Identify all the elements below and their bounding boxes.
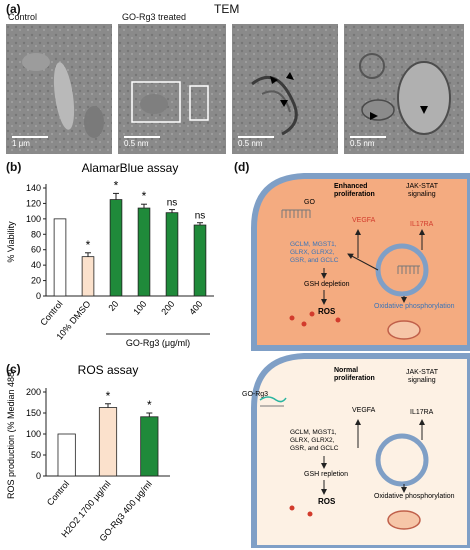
tem-title: TEM (214, 2, 240, 16)
tem-image-zoom-2: 0.5 nm (344, 24, 464, 154)
bar (109, 199, 123, 297)
scale-text-1: 1 μm (12, 139, 30, 148)
x-tick-label: 200 (159, 299, 176, 317)
bar (193, 224, 207, 297)
y-tick-label: 50 (31, 450, 41, 460)
tem-image-treated: 0.5 nm (118, 24, 226, 154)
il17ra-label-bottom: IL17RA (410, 409, 434, 416)
tem-texture-treated (118, 24, 226, 154)
bar (140, 416, 159, 477)
x-axis-label: GO-Rg3 (μg/ml) (126, 338, 190, 348)
go-label: GO (304, 199, 315, 206)
gsh-repletion-label: GSH repletion (304, 471, 348, 478)
arrow-marker (286, 72, 294, 80)
y-tick-label: 200 (26, 387, 41, 397)
panel-b-label: (b) (6, 160, 22, 174)
scale-bar-1: 1 μm (12, 136, 48, 148)
gsh-depletion-label: GSH depletion (304, 281, 350, 288)
x-tick-label: 20 (106, 299, 120, 313)
scale-text-2: 0.5 nm (124, 139, 149, 148)
endosome-bottom (375, 433, 429, 487)
scale-bar-3: 0.5 nm (238, 136, 274, 148)
significance-mark: ns (195, 211, 206, 222)
bar (57, 433, 76, 477)
genes-label-top: GCLM, MGST1,GLRX, GLRX2,GSR, and GCLC (290, 241, 339, 264)
arrow-marker (370, 112, 378, 120)
chart-title: ROS assay (78, 363, 139, 377)
y-tick-label: 140 (26, 183, 41, 193)
ros-dots-bottom (289, 505, 313, 517)
arrow-marker (270, 76, 278, 84)
significance-mark: * (142, 189, 147, 203)
alamarblue-chart: AlamarBlue assay 0 20 40 60 80 100 120 140 % Viab… (6, 161, 214, 348)
significance-mark: * (86, 238, 91, 252)
y-tick-label: 100 (26, 214, 41, 224)
y-tick-label: 150 (26, 408, 41, 418)
y-axis-label: ROS production (% Median 488) (6, 369, 16, 499)
arrow-marker (280, 100, 288, 107)
y-tick-label: 40 (31, 260, 41, 270)
significance-mark: * (147, 398, 152, 412)
ros-label-bottom: ROS (318, 497, 336, 506)
arrow-marker (420, 106, 428, 114)
y-tick-label: 20 (31, 276, 41, 286)
scale-text-3: 0.5 nm (238, 139, 263, 148)
ros-chart: ROS assay 0 50 100 150 200 ROS production (% M… (6, 363, 170, 543)
tem-texture-control (6, 24, 112, 154)
vegfa-label-top: VEGFA (352, 217, 376, 224)
y-tick-label: 120 (26, 198, 41, 208)
go-sheet-icon (281, 209, 420, 274)
go-rg3-icon (259, 396, 287, 407)
oxphos-label-top: Oxidative phosphorylation (374, 303, 455, 310)
oxphos-label-bottom: Oxidative phosphorylation (374, 493, 455, 500)
tem-image-control: Control 1 μm (6, 24, 112, 154)
x-tick-label: Control (45, 479, 71, 508)
bar (165, 212, 179, 297)
significance-mark: * (114, 178, 119, 192)
panel-c-label: (c) (6, 362, 21, 376)
tem-texture-zoom-1 (232, 24, 338, 154)
significance-mark: * (106, 389, 111, 403)
vegfa-label-bottom: VEGFA (352, 407, 376, 414)
zoom-box-2 (189, 85, 209, 121)
ros-label-top: ROS (318, 307, 336, 316)
genes-label-bottom: GCLM, MGST1,GLRX, GLRX2,GSR, and GCLC (290, 429, 339, 452)
scale-bar-4: 0.5 nm (350, 136, 386, 148)
y-tick-label: 60 (31, 245, 41, 255)
chart-title: AlamarBlue assay (82, 161, 179, 175)
il17ra-label-top: IL17RA (410, 221, 434, 228)
scale-text-4: 0.5 nm (350, 139, 375, 148)
mitochondrion-icon (387, 510, 421, 530)
bar (98, 407, 118, 477)
panel-a-label: (a) (6, 2, 21, 16)
zoom-box-1 (131, 81, 181, 123)
x-tick-label: 400 (187, 299, 204, 317)
x-tick-label: 100 (131, 299, 148, 317)
x-tick-label: Control (38, 299, 64, 328)
go-rg3-label: GO-Rg3 (242, 391, 268, 398)
mitochondrion-icon (387, 320, 421, 340)
bar (137, 207, 151, 297)
tem-image-zoom-1: 0.5 nm (232, 24, 338, 154)
y-tick-label: 0 (36, 471, 41, 481)
tem-texture-zoom-2 (344, 24, 464, 154)
scale-bar-2: 0.5 nm (124, 136, 160, 148)
bar (81, 256, 95, 297)
y-tick-label: 100 (26, 429, 41, 439)
y-tick-label: 0 (36, 291, 41, 301)
ros-dots-top (289, 311, 341, 327)
bar (53, 218, 67, 297)
y-axis-label: % Viability (6, 221, 16, 263)
panel-d-label: (d) (234, 160, 250, 174)
significance-mark: ns (167, 198, 178, 209)
treated-caption: GO-Rg3 treated (122, 12, 187, 22)
control-caption: Control (8, 12, 38, 22)
y-tick-label: 80 (31, 229, 41, 239)
cell-bottom (251, 353, 470, 548)
